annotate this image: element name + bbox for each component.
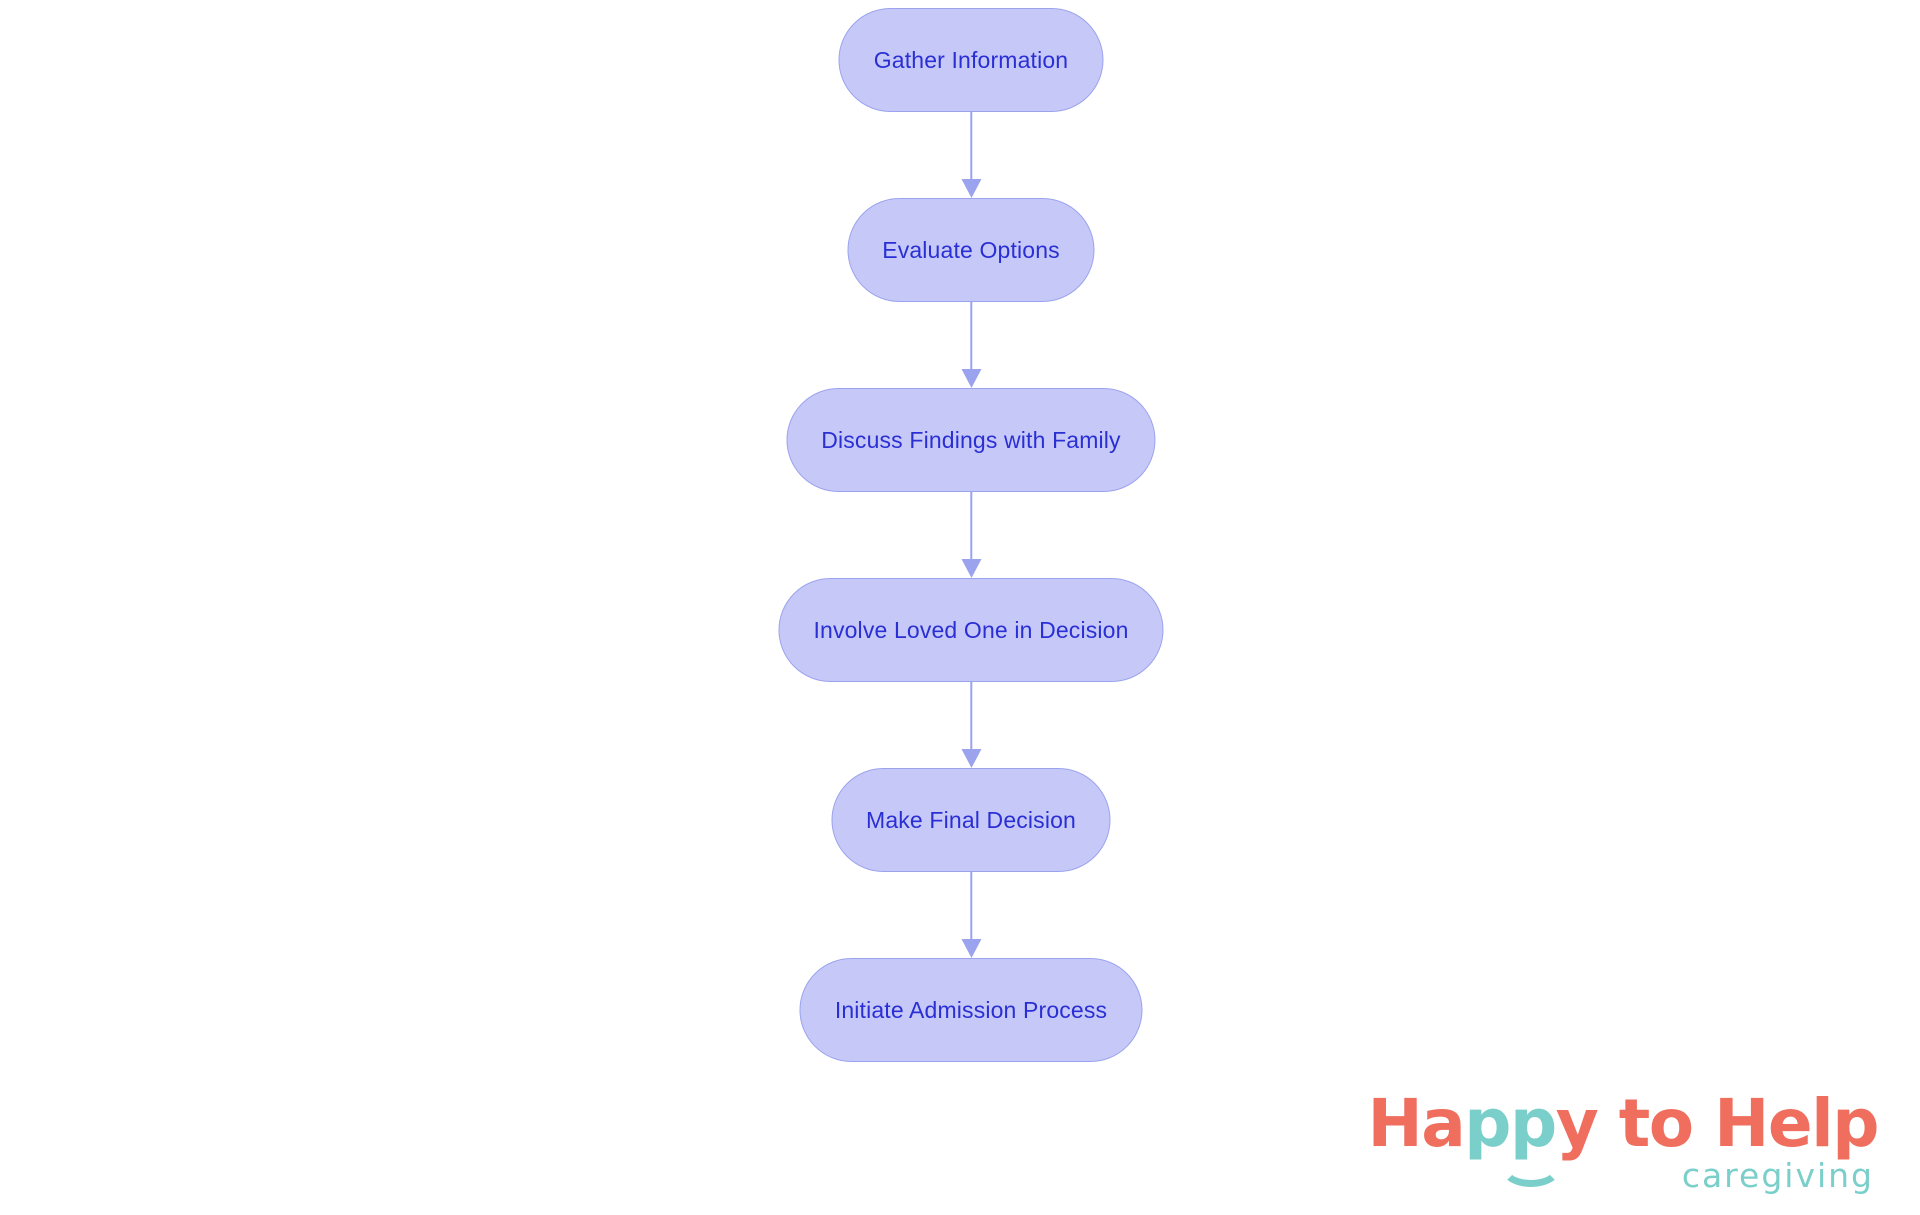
arrowhead-icon xyxy=(961,369,981,388)
flow-arrow-3 xyxy=(958,492,984,578)
brand-wordmark: Happy to Help xyxy=(1367,1091,1879,1157)
flow-node-discuss-findings-with-family[interactable]: Discuss Findings with Family xyxy=(786,388,1156,492)
arrow-shaft xyxy=(969,682,973,752)
flow-arrow-2 xyxy=(958,302,984,388)
flow-node-label: Evaluate Options xyxy=(882,236,1060,263)
brand-tagline: caregiving xyxy=(1681,1156,1874,1195)
brand-wordmark-part-3: y to Help xyxy=(1555,1085,1880,1162)
flow-node-involve-loved-one-in-decision[interactable]: Involve Loved One in Decision xyxy=(778,578,1164,682)
arrowhead-icon xyxy=(961,939,981,958)
flow-node-label: Initiate Admission Process xyxy=(834,996,1108,1023)
flow-node-label: Gather Information xyxy=(873,46,1069,73)
flow-node-label: Make Final Decision xyxy=(866,806,1076,833)
arrowhead-icon xyxy=(961,749,981,768)
flowchart-node-stack: Gather Information Evaluate Options Disc… xyxy=(778,8,1164,1062)
flow-node-initiate-admission-process[interactable]: Initiate Admission Process xyxy=(799,958,1143,1062)
arrowhead-icon xyxy=(961,179,981,198)
flowchart: Gather Information Evaluate Options Disc… xyxy=(778,8,1164,1062)
arrow-shaft xyxy=(969,112,973,182)
smile-icon xyxy=(1500,1153,1562,1187)
flow-arrow-1 xyxy=(958,112,984,198)
arrow-shaft xyxy=(969,302,973,372)
brand-wordmark-part-1: Ha xyxy=(1367,1085,1465,1162)
flow-arrow-4 xyxy=(958,682,984,768)
arrow-shaft xyxy=(969,492,973,562)
flow-node-label: Involve Loved One in Decision xyxy=(813,616,1129,643)
brand-logo: Happy to Help caregiving xyxy=(1367,1091,1879,1203)
brand-wordmark-part-2: pp xyxy=(1464,1085,1557,1162)
arrowhead-icon xyxy=(961,559,981,578)
arrow-shaft xyxy=(969,872,973,942)
flow-node-gather-information[interactable]: Gather Information xyxy=(838,8,1104,112)
flow-node-make-final-decision[interactable]: Make Final Decision xyxy=(831,768,1111,872)
flow-node-evaluate-options[interactable]: Evaluate Options xyxy=(847,198,1095,302)
flow-node-label: Discuss Findings with Family xyxy=(821,426,1121,453)
flow-arrow-5 xyxy=(958,872,984,958)
